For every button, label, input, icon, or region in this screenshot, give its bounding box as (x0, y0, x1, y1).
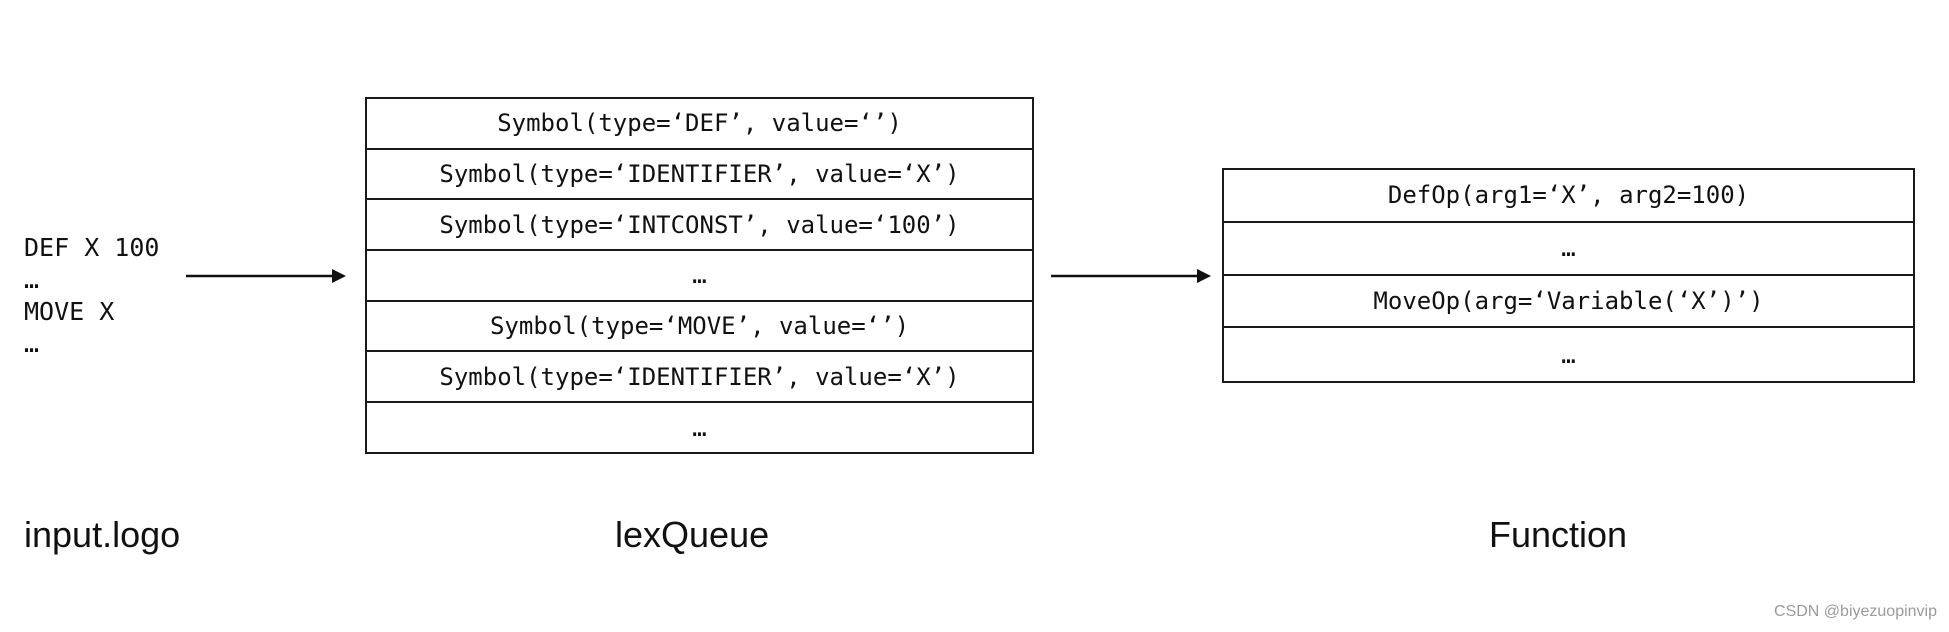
input-line: DEF X 100 (24, 233, 160, 262)
lexqueue-row: … (692, 414, 707, 443)
function-box: DefOp(arg1=‘X’, arg2=100) … MoveOp(arg=‘… (1222, 168, 1915, 383)
function-row: MoveOp(arg=‘Variable(‘X’)’) (1224, 276, 1913, 329)
input-line: … (24, 329, 40, 358)
input-line: MOVE X (24, 297, 115, 326)
arrow-right-icon (186, 269, 346, 283)
function-row: … (1561, 340, 1576, 369)
lexqueue-row: Symbol(type=‘INTCONST’, value=‘100’) (367, 200, 1032, 252)
lexqueue-row: Symbol(type=‘IDENTIFIER’, value=‘X’) (367, 150, 1032, 201)
lexqueue-caption: lexQueue (615, 514, 770, 555)
lexqueue-row: Symbol(type=‘DEF’, value=‘’) (367, 99, 1032, 150)
input-caption: input.logo (24, 514, 181, 555)
lexqueue-box: Symbol(type=‘DEF’, value=‘’) Symbol(type… (365, 97, 1034, 454)
input-code-block: DEF X 100 … MOVE X … (24, 232, 194, 360)
function-row: DefOp(arg1=‘X’, arg2=100) (1224, 170, 1913, 223)
function-row: … (1224, 223, 1913, 276)
function-caption: Function (1489, 514, 1628, 555)
lexqueue-row: … (367, 251, 1032, 302)
watermark: CSDN @biyezuopinvip (1774, 603, 1937, 620)
arrow-right-icon (1051, 269, 1211, 283)
lexqueue-row: Symbol(type=‘IDENTIFIER’, value=‘X’) (367, 352, 1032, 404)
lexqueue-row: Symbol(type=‘MOVE’, value=‘’) (367, 302, 1032, 353)
input-line: … (24, 265, 40, 294)
